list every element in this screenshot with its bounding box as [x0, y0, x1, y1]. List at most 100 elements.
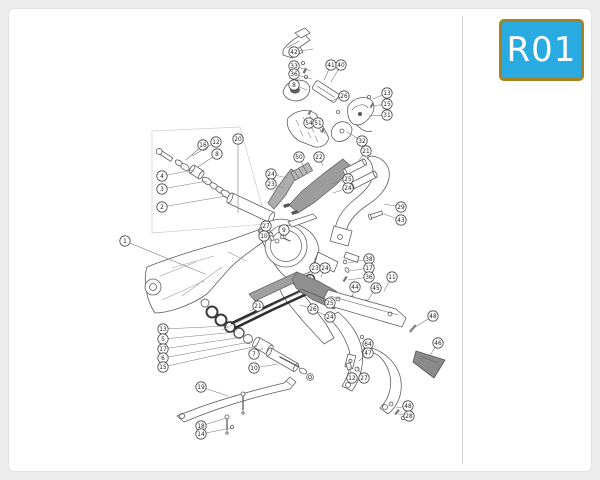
callout-23[interactable]: 23 [265, 178, 285, 190]
pivot-pins-drawing [342, 158, 384, 220]
callout-36[interactable]: 36 [347, 271, 375, 283]
svg-text:17: 17 [159, 347, 167, 353]
svg-text:5: 5 [161, 337, 165, 343]
svg-text:54: 54 [305, 121, 313, 127]
callout-10[interactable]: 10 [248, 362, 279, 374]
callout-1[interactable]: 1 [119, 235, 206, 275]
callout-8[interactable]: 8 [288, 79, 308, 91]
callout-40[interactable]: 40 [330, 59, 347, 83]
callout-23[interactable]: 23 [309, 262, 321, 278]
svg-text:1: 1 [123, 239, 127, 245]
callout-50[interactable]: 50 [293, 151, 305, 168]
svg-text:42: 42 [290, 50, 298, 56]
wheel-axle-parts-drawing [252, 336, 314, 381]
svg-text:13: 13 [159, 327, 167, 333]
callout-31[interactable]: 31 [368, 109, 393, 121]
svg-text:10: 10 [250, 366, 258, 372]
callout-44[interactable]: 44 [349, 281, 361, 298]
svg-text:48: 48 [404, 404, 412, 410]
callout-26[interactable]: 26 [330, 90, 350, 102]
svg-text:46: 46 [434, 341, 442, 347]
callout-26[interactable]: 26 [299, 303, 319, 315]
callout-24[interactable]: 24 [317, 311, 336, 323]
svg-text:15: 15 [383, 102, 391, 108]
svg-text:45: 45 [372, 286, 380, 292]
callout-16[interactable]: 16 [185, 139, 209, 161]
svg-text:23: 23 [311, 266, 319, 272]
callout-12[interactable]: 12 [346, 366, 358, 384]
callout-45[interactable]: 45 [367, 282, 382, 301]
callout-3[interactable]: 3 [156, 180, 208, 195]
callout-46[interactable]: 46 [428, 337, 444, 358]
svg-text:41: 41 [327, 63, 335, 69]
vertical-divider [462, 16, 463, 464]
callout-24[interactable]: 24 [265, 168, 288, 180]
callout-38[interactable]: 38 [347, 253, 375, 265]
svg-text:9: 9 [282, 228, 286, 234]
callout-20[interactable]: 20 [232, 133, 244, 214]
callout-4[interactable]: 4 [156, 169, 194, 182]
callout-19[interactable]: 19 [195, 381, 229, 397]
svg-text:24: 24 [326, 315, 334, 321]
callout-11[interactable]: 11 [383, 271, 398, 292]
svg-text:16: 16 [199, 143, 207, 149]
svg-text:33: 33 [290, 64, 298, 70]
callout-25[interactable]: 25 [317, 297, 336, 309]
callout-51[interactable]: 51 [312, 117, 324, 133]
svg-text:31: 31 [383, 113, 391, 119]
callout-5[interactable]: 5 [157, 331, 237, 345]
callout-24[interactable]: 24 [319, 262, 331, 278]
svg-text:21: 21 [362, 149, 370, 155]
svg-text:12: 12 [212, 140, 220, 146]
callout-29[interactable]: 29 [383, 201, 407, 213]
callout-28[interactable]: 28 [397, 410, 415, 422]
callout-2[interactable]: 2 [156, 195, 227, 213]
bearing-spacer-row-drawing [200, 298, 253, 344]
svg-text:8: 8 [292, 83, 296, 89]
callout-17[interactable]: 17 [348, 262, 375, 274]
diagram-code-badge[interactable]: R01 [499, 19, 584, 81]
badge-label: R01 [506, 30, 577, 70]
callout-9[interactable]: 9 [278, 224, 290, 239]
svg-text:19: 19 [197, 385, 205, 391]
svg-text:14: 14 [197, 432, 205, 438]
callout-22[interactable]: 22 [313, 151, 325, 167]
callout-32[interactable]: 32 [346, 131, 368, 147]
callout-41[interactable]: 41 [323, 59, 337, 81]
callout-12[interactable]: 12 [191, 136, 222, 157]
callout-36[interactable]: 36 [288, 68, 313, 80]
svg-text:3: 3 [160, 187, 164, 193]
callout-42[interactable]: 42 [288, 46, 314, 58]
svg-text:18: 18 [197, 424, 205, 430]
callout-27[interactable]: 27 [356, 366, 370, 384]
callout-13[interactable]: 13 [372, 87, 393, 100]
svg-text:13: 13 [383, 91, 391, 97]
svg-text:32: 32 [358, 139, 366, 145]
callout-15[interactable]: 15 [157, 345, 258, 373]
callout-48[interactable]: 48 [411, 310, 439, 330]
svg-text:43: 43 [397, 218, 405, 224]
callout-24[interactable]: 24 [332, 182, 354, 194]
callout-14[interactable]: 14 [195, 427, 232, 440]
callout-25[interactable]: 25 [330, 173, 354, 185]
svg-text:25: 25 [326, 301, 334, 307]
callout-6[interactable]: 6 [157, 341, 251, 364]
svg-text:20: 20 [234, 137, 242, 143]
callout-21[interactable]: 21 [249, 300, 264, 312]
callout-7[interactable]: 7 [248, 347, 264, 360]
callout-47[interactable]: 47 [358, 347, 374, 362]
callout-15[interactable]: 15 [371, 98, 393, 110]
svg-text:50: 50 [295, 155, 303, 161]
side-plate-drawing [323, 289, 407, 420]
svg-text:21: 21 [254, 304, 262, 310]
callout-8[interactable]: 8 [197, 148, 223, 168]
svg-text:47: 47 [364, 351, 372, 357]
callout-10[interactable]: 10 [258, 230, 272, 242]
callout-21[interactable]: 21 [356, 145, 372, 164]
svg-text:24: 24 [344, 186, 352, 192]
callout-43[interactable]: 43 [383, 213, 407, 226]
bottom-brace-drawing [176, 376, 297, 435]
svg-text:51: 51 [314, 121, 322, 127]
callout-17[interactable]: 17 [157, 336, 244, 355]
